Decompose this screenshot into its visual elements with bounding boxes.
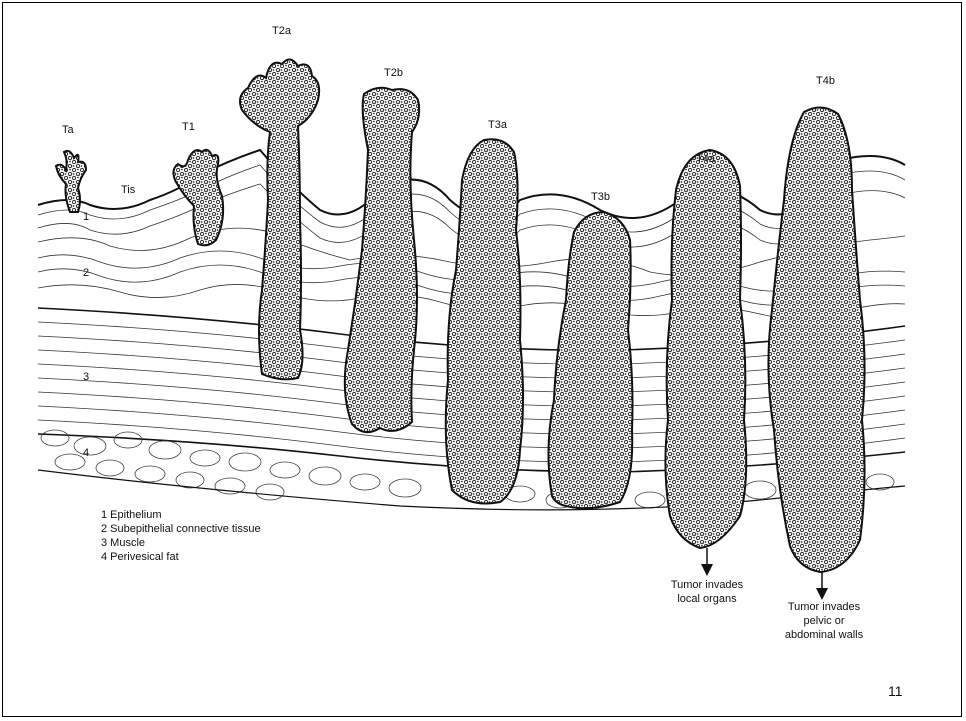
stage-label-t2a: T2a <box>272 25 292 37</box>
svg-text:Tumor invades: Tumor invades <box>788 601 861 613</box>
layer-number-1: 1 <box>83 211 89 223</box>
tumor-t2b <box>345 88 419 432</box>
legend: 1 Epithelium 2 Subepithelial connective … <box>101 509 261 563</box>
stage-label-t1: T1 <box>182 121 195 133</box>
tumor-t4a <box>665 150 746 548</box>
tumor-t1 <box>173 150 223 246</box>
svg-text:pelvic or: pelvic or <box>804 615 845 627</box>
stage-label-tis: Tis <box>121 184 136 196</box>
stage-label-t4a: T4a <box>696 153 716 165</box>
t4b-annotation: Tumor invades pelvic or abdominal walls <box>785 601 864 641</box>
stage-label-t3b: T3b <box>591 191 610 203</box>
svg-text:Tumor invades: Tumor invades <box>671 579 744 591</box>
tumor-t2a <box>240 59 319 379</box>
legend-item-epithelium: 1 Epithelium <box>101 509 162 521</box>
tumors <box>56 59 865 572</box>
page-number: 11 <box>888 683 903 699</box>
layer-number-3: 3 <box>83 371 89 383</box>
svg-text:local organs: local organs <box>677 593 737 605</box>
stage-label-t2b: T2b <box>384 67 403 79</box>
tumor-t3b <box>548 212 632 508</box>
layer-number-2: 2 <box>83 267 89 279</box>
tumor-t4b <box>768 107 864 572</box>
t4a-annotation: Tumor invades local organs <box>671 579 744 605</box>
tumor-t3a <box>446 139 523 503</box>
stage-label-ta: Ta <box>62 124 75 136</box>
layer-number-4: 4 <box>83 447 89 459</box>
legend-item-perivesical-fat: 4 Perivesical fat <box>101 551 179 563</box>
legend-item-muscle: 3 Muscle <box>101 537 145 549</box>
svg-text:abdominal walls: abdominal walls <box>785 629 864 641</box>
stage-label-t4b: T4b <box>816 75 835 87</box>
legend-item-subepithelial: 2 Subepithelial connective tissue <box>101 523 261 535</box>
stage-label-t3a: T3a <box>488 119 508 131</box>
